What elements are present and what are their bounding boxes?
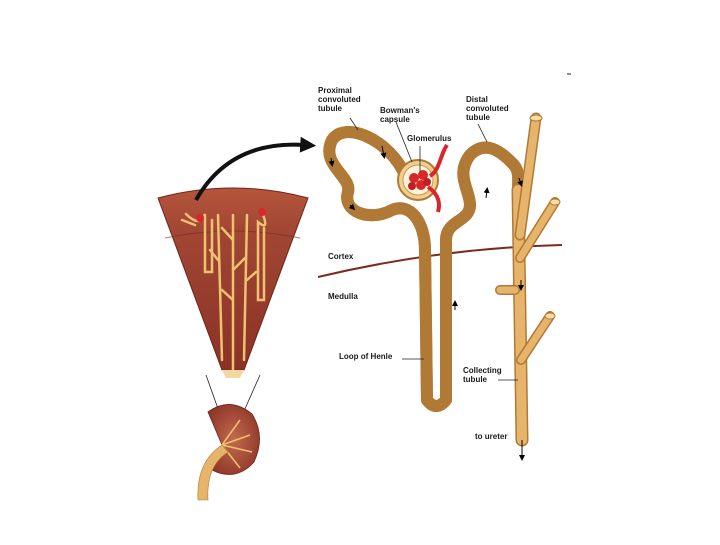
leader-lines: [349, 117, 518, 381]
zoom-arrow: [194, 136, 317, 201]
nephron: [329, 112, 561, 447]
wedge-glomerulus-left: [196, 214, 204, 222]
label-medulla: Medulla: [328, 292, 358, 301]
kidney-wedge: [157, 187, 309, 378]
label-loop-of-henle: Loop of Henle: [339, 352, 393, 361]
label-to-ureter: to ureter: [475, 432, 508, 441]
label-glomerulus: Glomerulus: [407, 134, 452, 143]
glomerulus: [408, 143, 449, 213]
flow-arrows: [328, 145, 525, 461]
label-proximal-tubule: Proximal convoluted tubule: [318, 86, 361, 113]
label-distal-tubule: Distal convoluted tubule: [466, 95, 509, 122]
kidney-icon: [197, 404, 260, 501]
label-cortex: Cortex: [328, 252, 354, 261]
label-collecting-tubule: Collecting tubule: [463, 366, 502, 384]
wedge-glomerulus-right: [258, 208, 266, 216]
label-bowmans-capsule: Bowman's capsule: [380, 106, 420, 124]
